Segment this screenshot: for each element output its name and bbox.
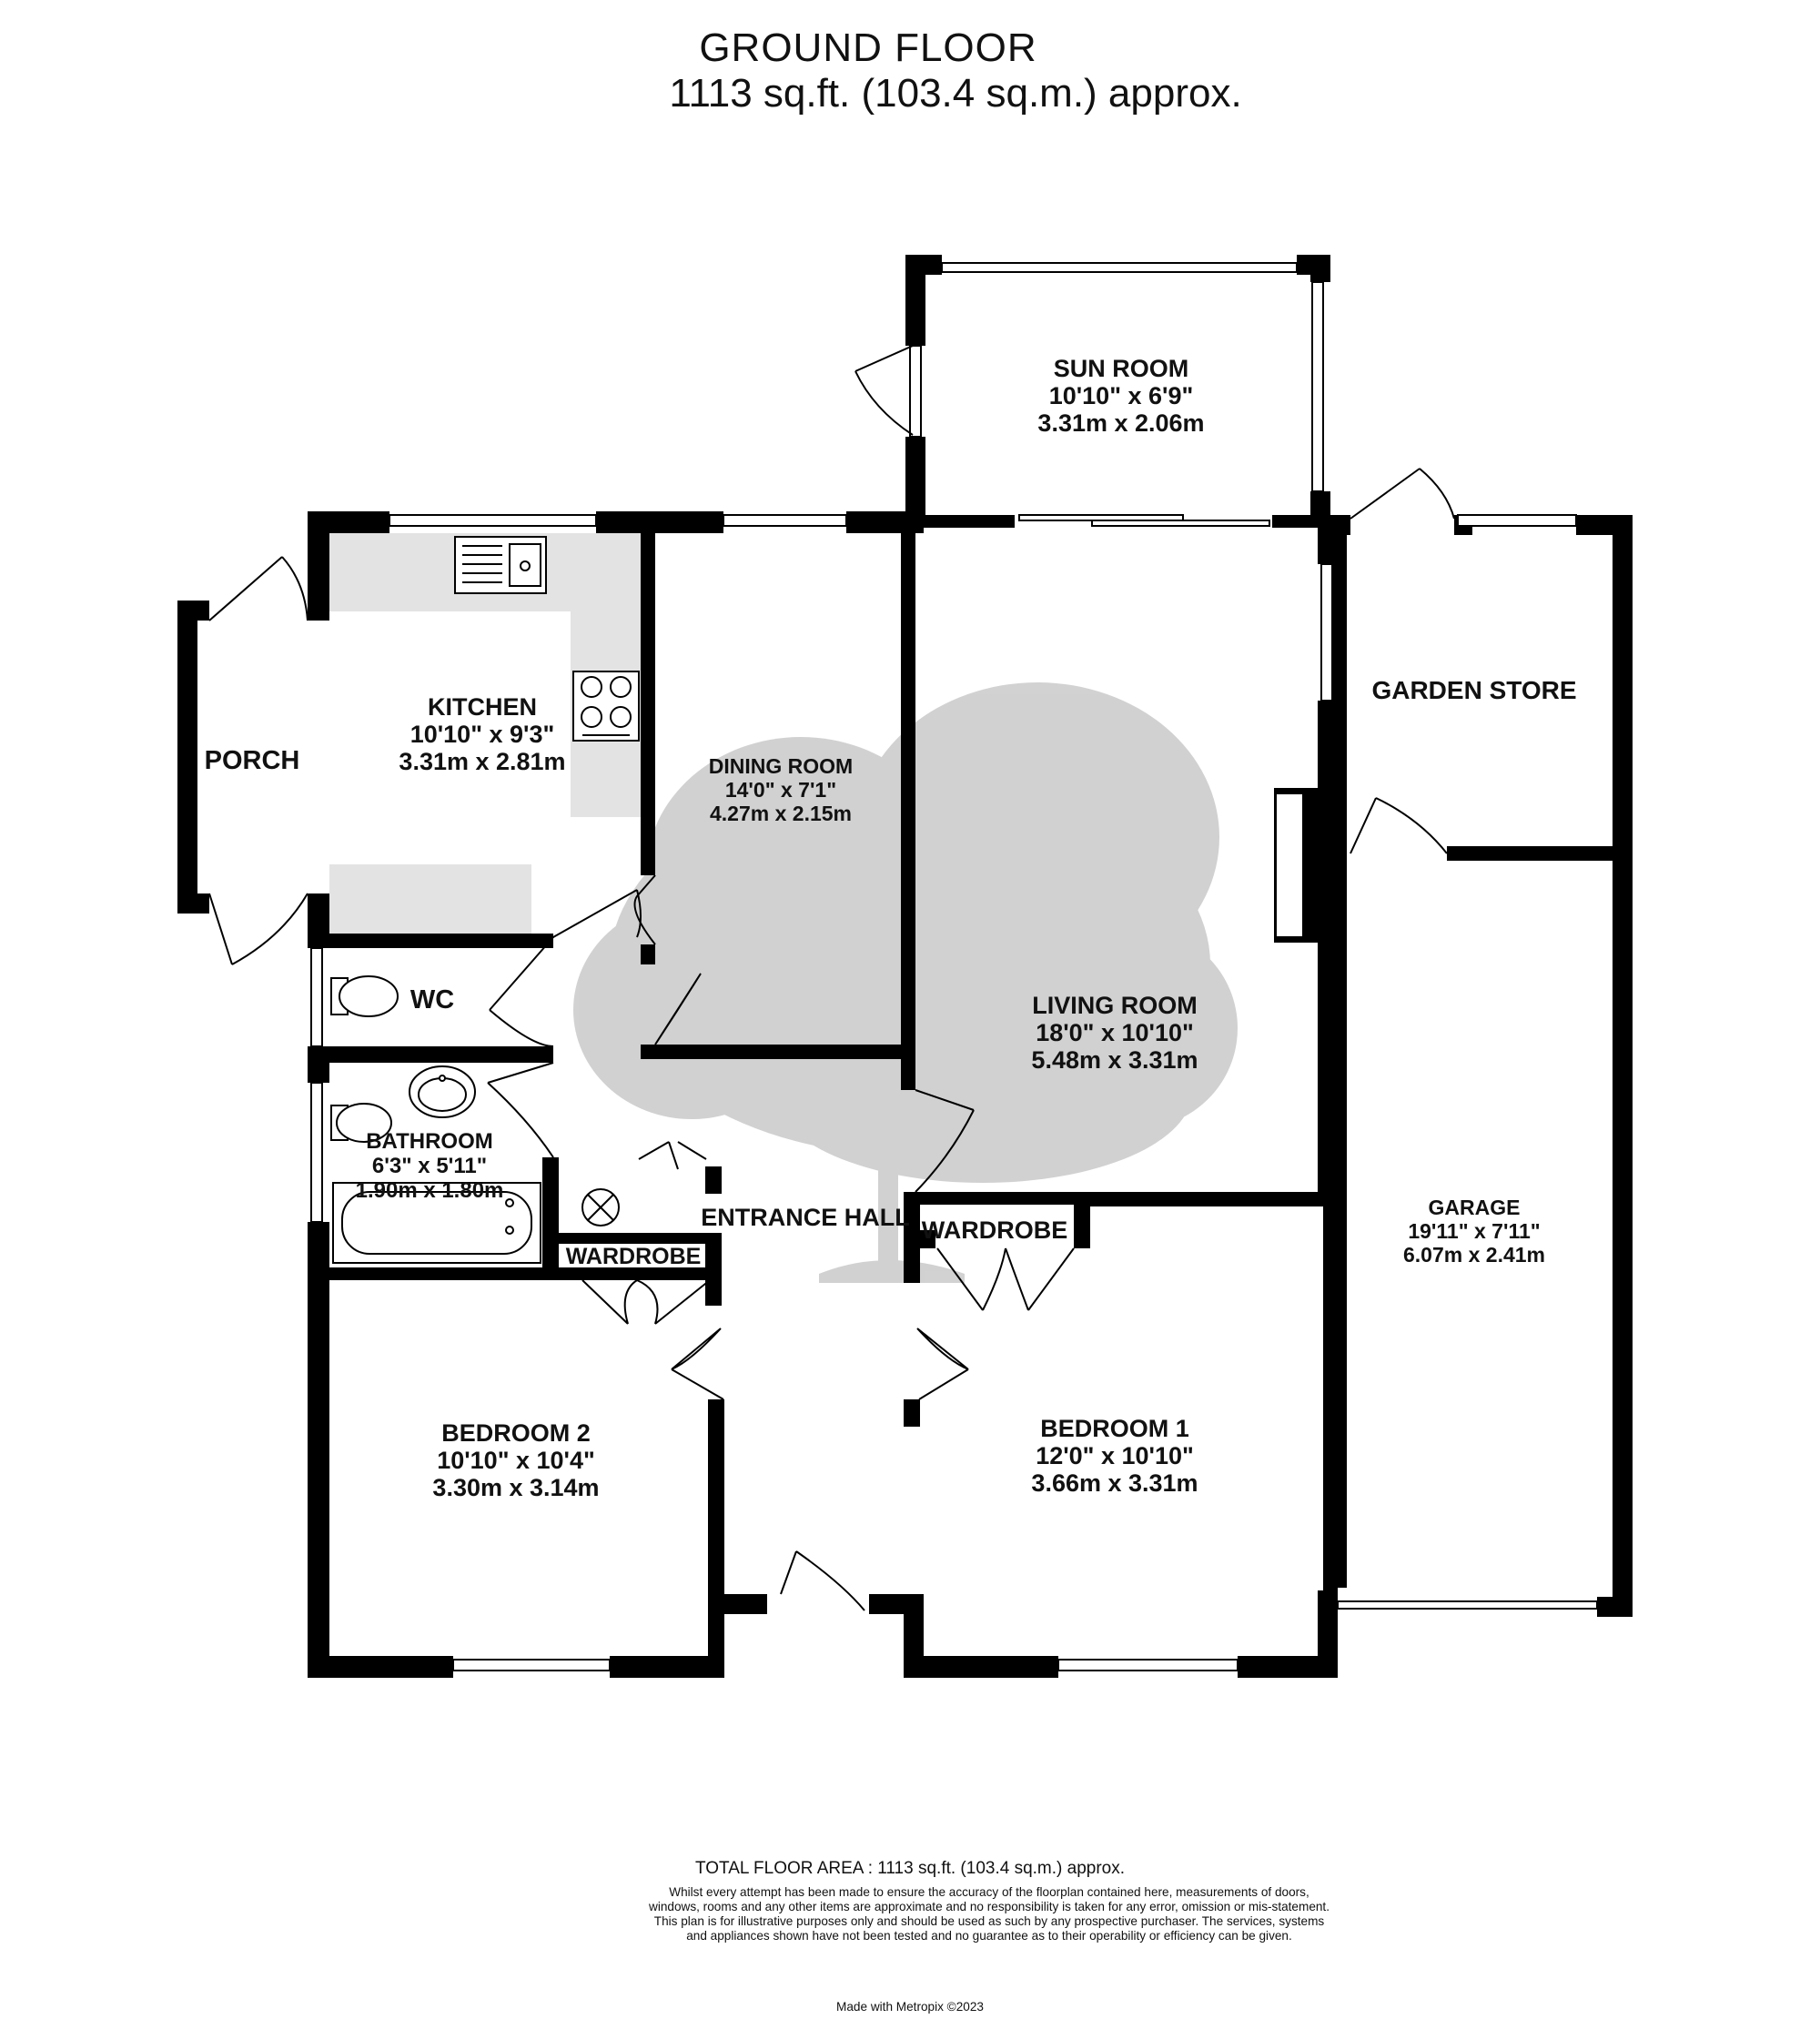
- room-living-room: LIVING ROOM 18'0" x 10'10" 5.48m x 3.31m: [1031, 992, 1198, 1075]
- room-imperial: 10'10" x 6'9": [1048, 382, 1194, 410]
- room-imperial: 14'0" x 7'1": [724, 777, 837, 802]
- room-name: WARDROBE: [565, 1244, 702, 1269]
- room-porch: PORCH: [205, 746, 300, 775]
- room-metric: 5.48m x 3.31m: [1031, 1046, 1198, 1075]
- room-name: BATHROOM: [366, 1129, 493, 1154]
- room-name: WARDROBE: [921, 1216, 1068, 1244]
- room-imperial: 6'3" x 5'11": [371, 1153, 488, 1178]
- room-kitchen: KITCHEN 10'10" x 9'3" 3.31m x 2.81m: [399, 693, 565, 776]
- room-name: GARAGE: [1428, 1196, 1521, 1219]
- room-wardrobe-left: WARDROBE: [566, 1244, 702, 1269]
- room-bedroom-2: BEDROOM 2 10'10" x 10'4" 3.30m x 3.14m: [432, 1419, 599, 1502]
- room-metric: 3.66m x 3.31m: [1031, 1469, 1198, 1498]
- room-imperial: 10'10" x 10'4": [437, 1447, 595, 1475]
- room-imperial: 19'11" x 7'11": [1408, 1218, 1541, 1243]
- room-imperial: 12'0" x 10'10": [1036, 1442, 1194, 1470]
- doors: [208, 345, 1455, 1611]
- room-dining-room: DINING ROOM 14'0" x 7'1" 4.27m x 2.15m: [708, 754, 854, 825]
- room-garden-store: GARDEN STORE: [1371, 676, 1576, 704]
- room-metric: 6.07m x 2.41m: [1402, 1242, 1546, 1267]
- room-garage: GARAGE 19'11" x 7'11" 6.07m x 2.41m: [1403, 1196, 1545, 1267]
- room-wc: WC: [410, 985, 454, 1015]
- room-name: LIVING ROOM: [1032, 992, 1198, 1019]
- tree-watermark-icon: [573, 682, 1238, 1283]
- room-metric: 3.31m x 2.81m: [399, 748, 566, 776]
- room-name: ENTRANCE HALL: [701, 1204, 910, 1231]
- room-wardrobe-right: WARDROBE: [922, 1216, 1068, 1244]
- bath-icon: [332, 1182, 541, 1264]
- disclaimer: Whilst every attempt has been made to en…: [649, 1885, 1330, 1943]
- room-name: PORCH: [204, 746, 300, 775]
- room-name: BEDROOM 1: [1040, 1415, 1189, 1442]
- boiler-icon: [581, 1188, 620, 1227]
- plan-title: GROUND FLOOR: [699, 25, 1037, 70]
- room-imperial: 10'10" x 9'3": [410, 721, 555, 749]
- room-imperial: 18'0" x 10'10": [1036, 1019, 1194, 1047]
- room-name: KITCHEN: [427, 693, 537, 721]
- made-with-credit: Made with Metropix ©2023: [836, 2000, 984, 2014]
- room-entrance-hall: ENTRANCE HALL: [701, 1204, 910, 1231]
- hob-icon: [572, 671, 640, 742]
- basin-icon: [409, 1065, 476, 1118]
- toilet-icon: [330, 975, 399, 1143]
- room-bedroom-1: BEDROOM 1 12'0" x 10'10" 3.66m x 3.31m: [1031, 1415, 1198, 1498]
- room-name: GARDEN STORE: [1371, 676, 1577, 704]
- windows: [310, 262, 1598, 1671]
- room-metric: 3.30m x 3.14m: [432, 1474, 600, 1502]
- room-metric: 3.31m x 2.06m: [1037, 409, 1205, 438]
- room-name: SUN ROOM: [1053, 355, 1189, 382]
- room-metric: 1.90m x 1.80m: [355, 1177, 504, 1203]
- room-sun-room: SUN ROOM 10'10" x 6'9" 3.31m x 2.06m: [1037, 355, 1204, 438]
- room-name: WC: [410, 985, 455, 1015]
- room-bathroom: BATHROOM 6'3" x 5'11" 1.90m x 1.80m: [355, 1129, 504, 1204]
- plan-area: 1113 sq.ft. (103.4 sq.m.) approx.: [669, 71, 1242, 116]
- room-name: BEDROOM 2: [441, 1419, 591, 1447]
- sink-icon: [454, 536, 547, 594]
- room-metric: 4.27m x 2.15m: [709, 801, 853, 825]
- total-floor-area: TOTAL FLOOR AREA : 1113 sq.ft. (103.4 sq…: [694, 1859, 1126, 1878]
- room-name: DINING ROOM: [708, 754, 854, 778]
- walls: [177, 255, 1633, 1678]
